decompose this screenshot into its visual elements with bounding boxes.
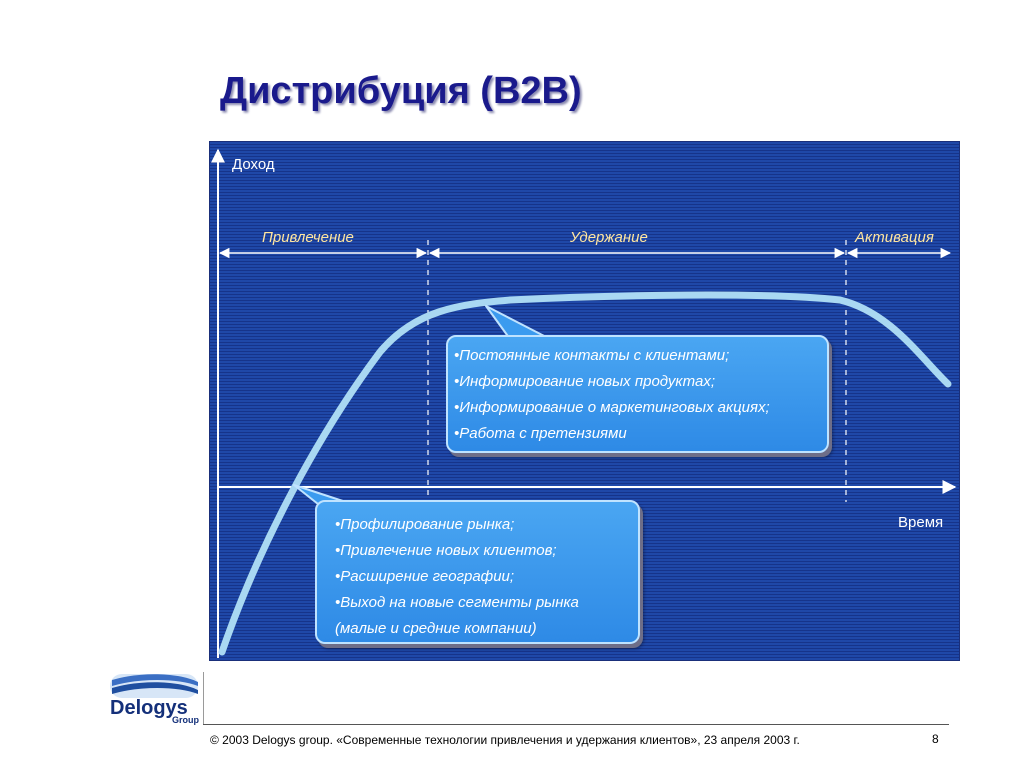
callout-attraction-line: •Привлечение новых клиентов;: [335, 542, 557, 559]
phase-label-attraction: Привлечение: [262, 229, 354, 246]
y-axis-label: Доход: [232, 156, 275, 173]
logo-divider: [203, 672, 204, 724]
delogys-logo-icon: [110, 674, 198, 698]
callout-retention-line: •Информирование о маркетинговых акциях;: [454, 399, 770, 416]
phase-label-retention: Удержание: [570, 229, 648, 246]
callout-attraction-line: •Выход на новые сегменты рынка: [335, 594, 579, 611]
page-number: 8: [932, 732, 939, 746]
callout-retention-line: •Работа с претензиями: [454, 425, 627, 442]
callout-attraction-line: •Расширение географии;: [335, 568, 515, 585]
page-title: Дистрибуция (B2B): [220, 70, 582, 112]
logo-wordmark: Delogys: [110, 697, 188, 719]
logo-subtitle: Group: [172, 715, 199, 725]
callout-retention-line: •Постоянные контакты с клиентами;: [454, 347, 730, 364]
callout-retention: •Постоянные контакты с клиентами; •Инфор…: [446, 335, 829, 453]
diagram-canvas: [211, 148, 957, 658]
callout-attraction-line: (малые и средние компании): [335, 620, 537, 637]
callout-retention-line: •Информирование новых продуктах;: [454, 373, 715, 390]
callout-attraction-line: •Профилирование рынка;: [335, 516, 515, 533]
revenue-curve: [218, 291, 952, 656]
phase-label-activation: Активация: [855, 229, 934, 246]
x-axis-label: Время: [898, 514, 944, 531]
lifecycle-diagram: Доход Время Привлечение Удержание Актива…: [209, 141, 960, 661]
footer-copyright: © 2003 Delogys group. «Современные техно…: [210, 733, 800, 747]
footer-divider: [203, 724, 949, 725]
callout-attraction: •Профилирование рынка; •Привлечение новы…: [315, 500, 640, 644]
